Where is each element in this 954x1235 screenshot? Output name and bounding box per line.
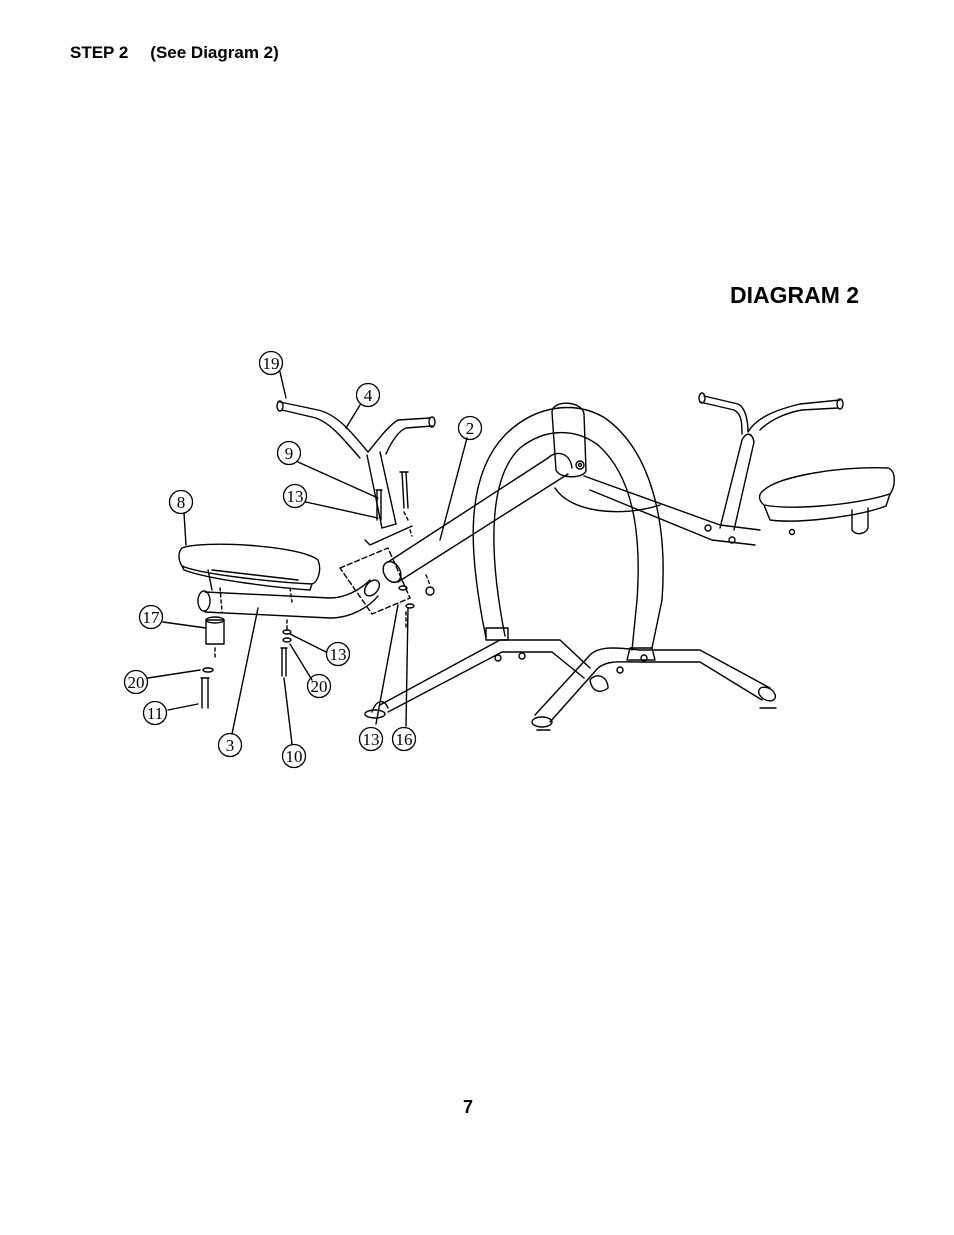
callout-4-label: 4 <box>364 386 373 405</box>
diagram-title: DIAGRAM 2 <box>730 282 860 308</box>
bushing-17 <box>205 619 225 645</box>
callout-3-label: 3 <box>226 736 235 755</box>
callout-4: 4 <box>355 382 381 408</box>
callout-8: 8 <box>168 489 194 515</box>
page-number: 7 <box>463 1097 474 1117</box>
main-beam-top <box>387 457 549 563</box>
left-handle-post <box>366 454 383 529</box>
right-seat <box>758 467 895 508</box>
callout-19: 19 <box>258 350 284 376</box>
bolt-10 <box>280 647 288 677</box>
callout-11: 11 <box>142 700 168 726</box>
callout-10-label: 10 <box>286 747 303 766</box>
callout-13-bottom: 13 <box>358 726 384 752</box>
seesaw-drawing <box>147 371 895 745</box>
seat-arm <box>204 579 371 599</box>
left-seat <box>178 543 321 585</box>
callout-16-label: 16 <box>396 730 413 749</box>
callout-9-label: 9 <box>285 444 294 463</box>
callout-10: 10 <box>281 743 307 769</box>
left-handlebar <box>279 401 431 453</box>
callout-13-top-label: 13 <box>287 487 304 506</box>
callout-13-mid: 13 <box>325 641 351 667</box>
step-heading: STEP 2 (See Diagram 2) <box>70 43 279 63</box>
callout-3: 3 <box>217 732 243 758</box>
bolt-9a <box>375 489 383 521</box>
callout-9: 9 <box>276 440 302 466</box>
callout-13-top: 13 <box>282 483 308 509</box>
callout-8-label: 8 <box>177 493 186 512</box>
callout-19-label: 19 <box>263 354 280 373</box>
callout-2: 2 <box>457 415 483 441</box>
arch-frame <box>472 406 664 649</box>
callout-16: 16 <box>391 726 417 752</box>
callout-13-mid-label: 13 <box>330 645 347 664</box>
base-left <box>379 639 591 706</box>
callout-20-left-label: 20 <box>128 673 145 692</box>
callout-17-label: 17 <box>143 608 161 627</box>
callout-11-label: 11 <box>147 704 163 723</box>
main-beam-bottom <box>397 473 569 583</box>
callout-20-mid-label: 20 <box>311 677 328 696</box>
callout-2-label: 2 <box>466 419 475 438</box>
arch-frame-inner <box>493 431 639 651</box>
base-cross <box>534 647 771 716</box>
bolt-11 <box>200 677 210 709</box>
pivot-housing <box>551 402 587 478</box>
callout-20-mid: 20 <box>306 673 332 699</box>
step-label: STEP 2 <box>70 43 129 62</box>
callout-13-bottom-label: 13 <box>363 730 380 749</box>
callout-labels: 19 4 2 9 13 8 17 13 <box>123 350 483 769</box>
step-reference: (See Diagram 2) <box>150 43 279 62</box>
right-handlebar <box>703 395 841 433</box>
callout-17: 17 <box>138 604 164 630</box>
bolt-9b <box>399 471 409 509</box>
callout-20-left: 20 <box>123 669 149 695</box>
